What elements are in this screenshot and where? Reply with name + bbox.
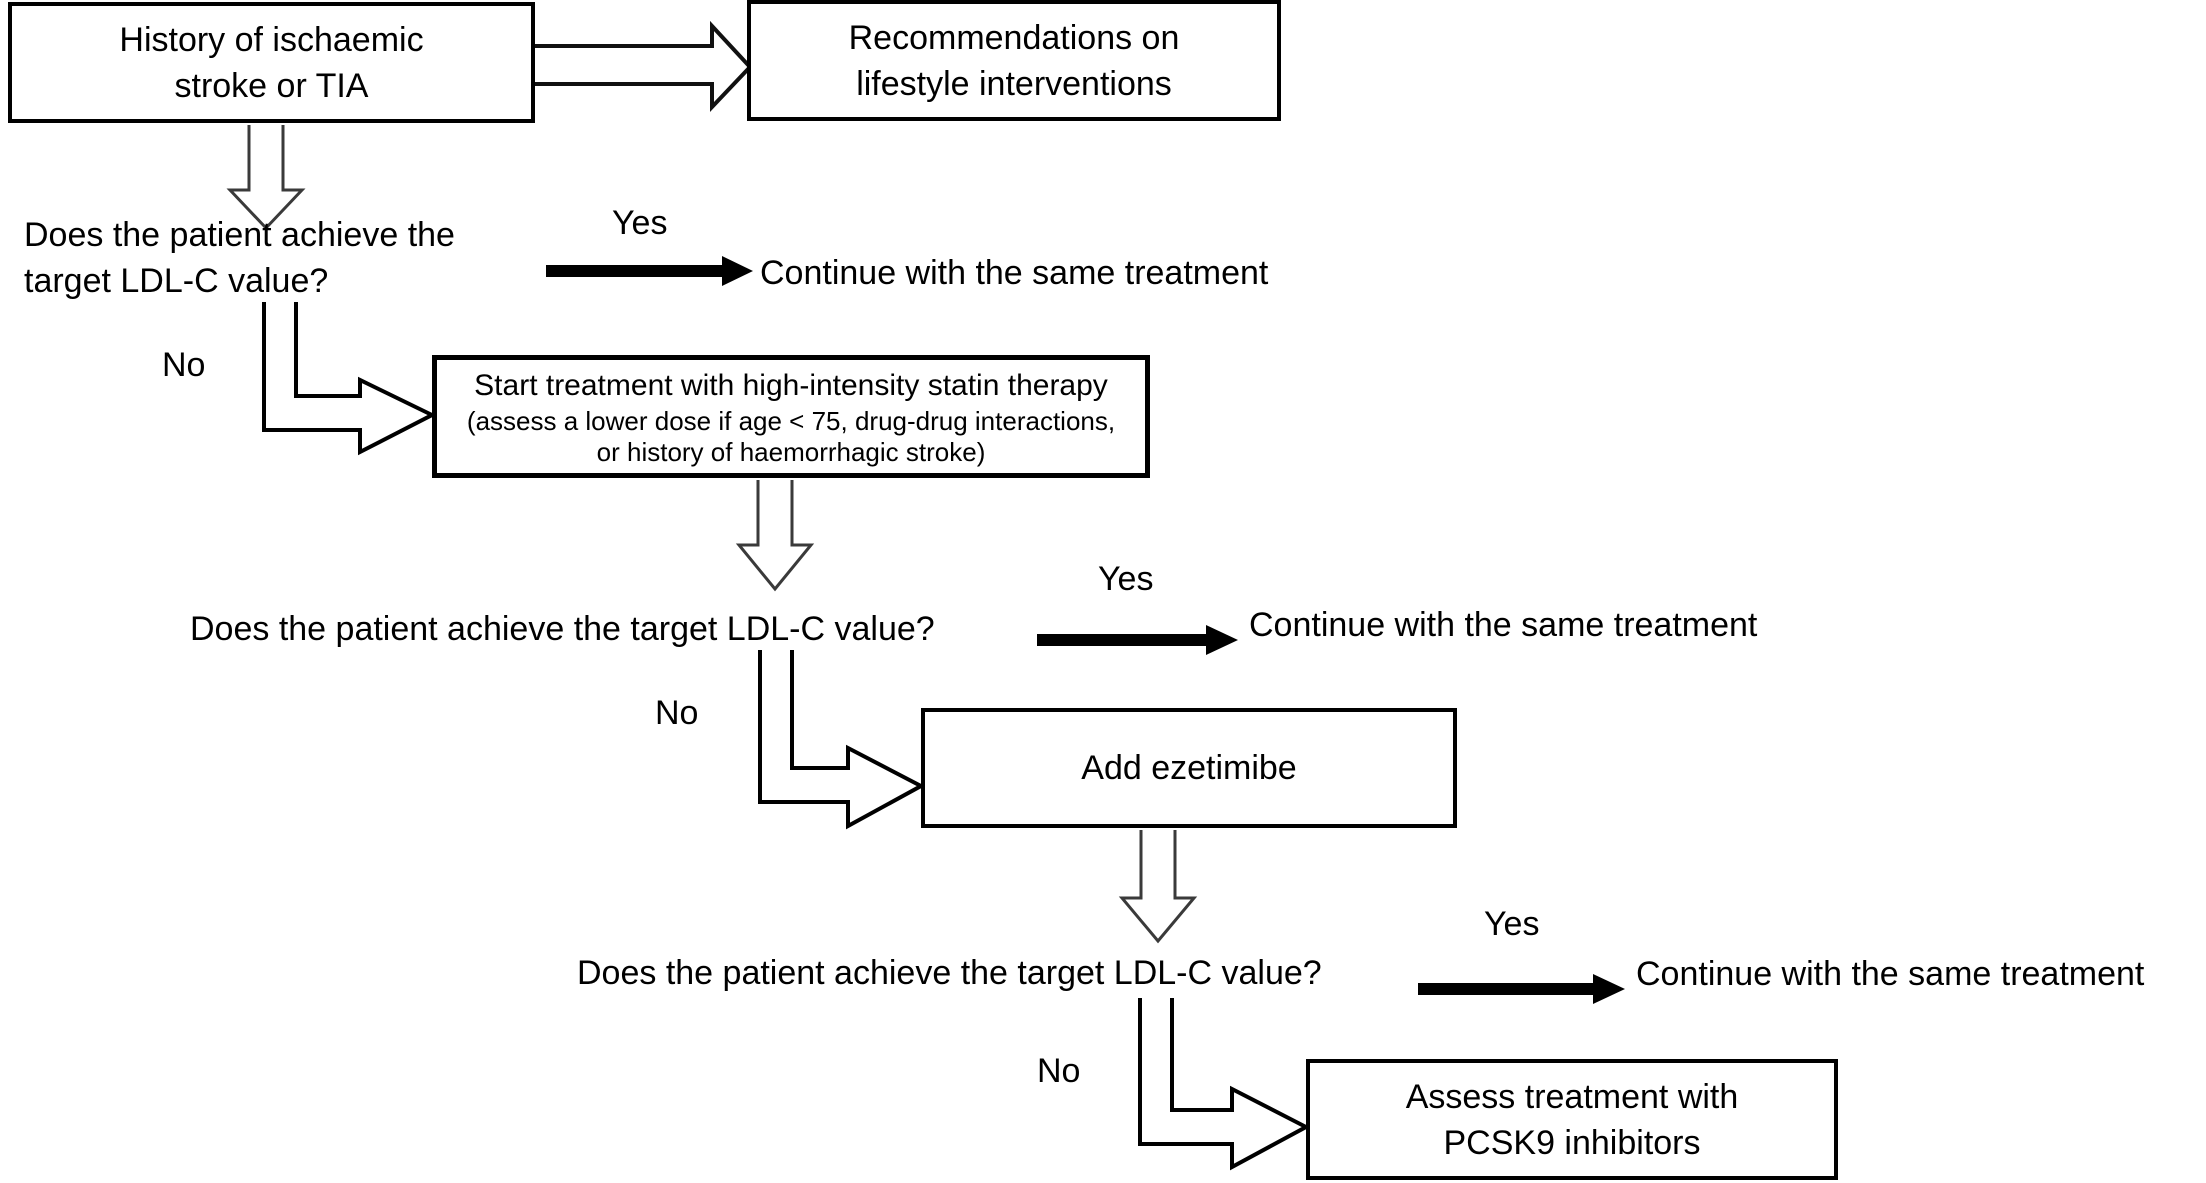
question-3: Does the patient achieve the target LDL-… — [577, 954, 1322, 992]
box-pcsk9-inhibitors: Assess treatment with PCSK9 inhibitors — [1306, 1059, 1838, 1180]
solid-arrow-yes-2 — [1037, 625, 1238, 655]
box-add-ezetimibe: Add ezetimibe — [921, 708, 1457, 828]
box-history-stroke-tia: History of ischaemic stroke or TIA — [8, 2, 535, 123]
yes-label-1: Yes — [612, 204, 668, 242]
open-arrow-history-to-lifestyle — [533, 20, 753, 113]
continue-label-1: Continue with the same treatment — [760, 254, 1269, 292]
box-ezetimibe-label: Add ezetimibe — [1081, 749, 1297, 787]
box-pcsk9-line2: PCSK9 inhibitors — [1443, 1123, 1701, 1162]
box-lifestyle-line2: lifestyle interventions — [856, 64, 1172, 103]
no-label-2: No — [655, 694, 699, 732]
elbow-arrow-no-3 — [1138, 998, 1311, 1171]
solid-arrow-yes-3 — [1418, 974, 1625, 1004]
box-statin-line1: Start treatment with high-intensity stat… — [474, 368, 1108, 402]
continue-label-3: Continue with the same treatment — [1636, 955, 2145, 993]
solid-arrow-yes-1 — [546, 256, 753, 286]
question-1: Does the patient achieve the target LDL-… — [24, 212, 455, 304]
continue-label-2: Continue with the same treatment — [1249, 606, 1758, 644]
box-pcsk9-line1: Assess treatment with — [1405, 1077, 1739, 1116]
yes-label-2: Yes — [1098, 560, 1154, 598]
box-lifestyle-recommendations: Recommendations on lifestyle interventio… — [747, 0, 1281, 121]
box-statin-line2: (assess a lower dose if age < 75, drug-d… — [466, 405, 1116, 436]
no-label-1: No — [162, 346, 206, 384]
yes-label-3: Yes — [1484, 905, 1540, 943]
question-1-line1: Does the patient achieve the — [24, 216, 455, 254]
no-label-3: No — [1037, 1052, 1081, 1090]
box-statin-therapy: Start treatment with high-intensity stat… — [432, 355, 1150, 478]
box-statin-line3: or history of haemorrhagic stroke) — [596, 436, 986, 467]
elbow-arrow-no-2 — [758, 650, 926, 830]
box-history-line2: stroke or TIA — [174, 66, 369, 105]
elbow-arrow-no-1 — [262, 302, 437, 456]
question-2: Does the patient achieve the target LDL-… — [190, 610, 935, 648]
open-arrow-down-ezetimibe-to-question3 — [1118, 830, 1198, 944]
open-arrow-down-history-to-question1 — [226, 125, 306, 231]
open-arrow-down-statin-to-question2 — [735, 480, 815, 592]
box-lifestyle-line1: Recommendations on — [848, 18, 1180, 57]
question-1-line2: target LDL-C value? — [24, 262, 329, 300]
box-history-line1: History of ischaemic — [119, 20, 424, 59]
